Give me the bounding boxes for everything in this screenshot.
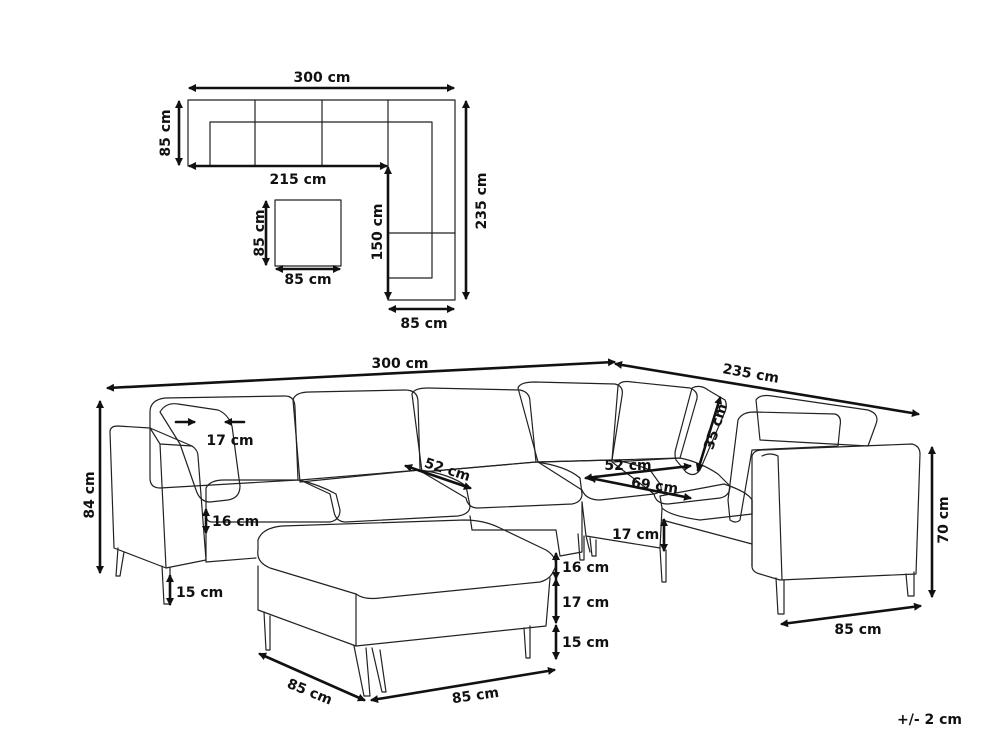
plan-ottoman-width-label: 85 cm (284, 272, 331, 288)
tolerance-note: +/- 2 cm (897, 712, 962, 728)
sofa-height-label: 84 cm (82, 471, 98, 518)
back-cushion (292, 389, 421, 483)
sofa-leg (659, 547, 667, 583)
armrest-width-label: 17 cm (206, 433, 253, 449)
plan-depth-label: 85 cm (158, 109, 174, 156)
seat-thickness-label: 16 cm (212, 514, 259, 530)
seat-depth-right-label: 52 cm (604, 458, 651, 474)
ottoman-width-label: 85 cm (451, 685, 500, 707)
side-back-cushion (727, 411, 842, 523)
right-armrest (751, 443, 921, 581)
plan-return-label: 150 cm (370, 204, 386, 261)
base-height-label: 17 cm (612, 527, 659, 543)
plan-ottoman-depth-label: 85 cm (252, 209, 268, 256)
ottoman-cushion-label: 16 cm (562, 560, 609, 576)
corner-depth-label: 69 cm (630, 475, 679, 497)
seat-cushion (421, 461, 583, 509)
sofa-perspective (109, 380, 921, 697)
ottoman-leg (353, 645, 371, 697)
sofa-leg (115, 547, 125, 577)
ottoman-legs-label: 15 cm (562, 635, 609, 651)
plan-view: 300 cm 85 cm 215 cm 235 cm 150 cm 85 cm … (158, 70, 490, 332)
plan-width-label: 300 cm (294, 70, 351, 86)
sofa-leg (775, 577, 785, 615)
module-width-label: 85 cm (834, 622, 881, 638)
seat-cushion (299, 469, 471, 523)
ottoman-leg (263, 611, 271, 651)
ottoman-depth-label: 85 cm (285, 676, 335, 709)
left-pillow (159, 403, 241, 503)
ottoman-base-label: 17 cm (562, 595, 609, 611)
plan-inner-length-label: 215 cm (270, 172, 327, 188)
left-armrest (109, 425, 207, 569)
sofa-leg (905, 571, 915, 597)
cushion-height-label: 35 cm (701, 402, 731, 452)
plan-ottoman (274, 199, 342, 267)
arm-height-label: 70 cm (936, 496, 952, 543)
sofa-leg (589, 537, 597, 557)
plan-back-line (209, 121, 433, 279)
plan-module-depth-label: 85 cm (400, 316, 447, 332)
sofa-width-label: 300 cm (372, 356, 429, 372)
back-cushion (517, 381, 623, 463)
back-cushion (611, 380, 698, 461)
plan-length-label: 235 cm (474, 173, 490, 230)
sofa-leg (577, 533, 585, 561)
ottoman-cushion (257, 519, 557, 600)
ottoman-leg (523, 625, 531, 659)
leg-height-label: 15 cm (176, 585, 223, 601)
